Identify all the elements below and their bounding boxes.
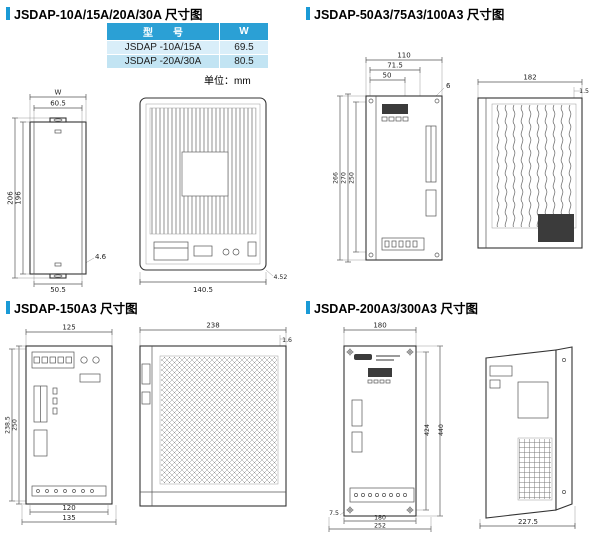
logo-mark — [354, 354, 372, 360]
s1-side-view-drawing: 140.5 4.52 — [139, 97, 288, 294]
body-outline — [139, 345, 287, 507]
dim-label: W — [55, 89, 62, 97]
dim-label: 238 — [206, 322, 219, 330]
body-outline — [25, 345, 113, 505]
dim-lines — [479, 506, 576, 529]
dim-lines — [337, 57, 445, 263]
dim-label: 252 — [374, 523, 386, 530]
dim-label: 238.5 — [5, 416, 12, 434]
section-title: JSDAP-50A3/75A3/100A3 尺寸图 — [314, 8, 505, 22]
dim-label: 227.5 — [518, 518, 538, 526]
title-bar-icon — [6, 301, 10, 314]
section-jsdap-150a3: JSDAP-150A3 尺寸图 — [5, 298, 298, 534]
table-row: JSDAP -10A/15A 69.5 — [106, 40, 269, 55]
dim-label: 4.6 — [95, 253, 107, 261]
dim-label: 180 — [373, 322, 386, 330]
table-row: JSDAP -20A/30A 80.5 — [106, 54, 269, 69]
plate-outline — [29, 117, 87, 279]
section-title-row: JSDAP-150A3 尺寸图 — [6, 298, 298, 317]
s2-front-view-drawing: 110 71.5 50 6 266 270 250 — [333, 52, 451, 263]
cell-model: JSDAP -20A/30A — [106, 54, 220, 69]
body-outline — [485, 346, 573, 519]
cell-w: 80.5 — [219, 54, 269, 69]
section-jsdap-10a-30a: JSDAP-10A/15A/20A/30A 尺寸图 型 号 W JSDAP -1… — [6, 4, 298, 296]
s4-side-view-drawing: 227.5 — [479, 346, 576, 529]
mounting-holes — [346, 348, 414, 514]
dim-label: 266 — [333, 172, 340, 184]
dim-label: 250 — [349, 172, 356, 184]
dim-label: 50 — [383, 72, 392, 80]
section-title: JSDAP-10A/15A/20A/30A 尺寸图 — [14, 8, 203, 22]
dim-label: 7.5 — [329, 510, 339, 517]
dim-lines — [139, 327, 287, 346]
section-jsdap-200a3-300a3: JSDAP-200A3/300A3 尺寸图 — [306, 298, 596, 534]
table-header-row: 型 号 W — [106, 22, 269, 41]
dim-label: 50.5 — [50, 286, 66, 294]
unit-note: 单位：mm — [204, 76, 251, 87]
dim-label: 424 — [424, 424, 431, 436]
col-header-w: W — [219, 22, 269, 41]
section-title: JSDAP-150A3 尺寸图 — [14, 302, 138, 316]
section-title: JSDAP-200A3/300A3 尺寸图 — [314, 302, 478, 316]
dim-lines — [477, 79, 583, 98]
dim-label: 6 — [446, 82, 451, 90]
s1-mounting-plate-drawing: W 60.5 206 196 50.5 4.6 — [7, 89, 107, 295]
section-title-row: JSDAP-200A3/300A3 尺寸图 — [306, 298, 596, 317]
dim-label: 60.5 — [50, 100, 66, 108]
dim-label: 206 — [7, 191, 15, 205]
dim-label: 135 — [62, 514, 75, 522]
dim-label: 180 — [374, 515, 386, 522]
dim-label: 270 — [341, 172, 348, 184]
dim-label: 140.5 — [193, 286, 213, 294]
col-header-model: 型 号 — [106, 22, 220, 41]
dim-label: 1.5 — [579, 88, 589, 95]
dim-label: 182 — [523, 74, 536, 82]
body-outline — [343, 345, 417, 517]
dim-lines — [328, 327, 443, 532]
s4-front-view-drawing: 180 424 440 180 252 7.5 — [328, 322, 445, 532]
section-title-row: JSDAP-10A/15A/20A/30A 尺寸图 — [6, 4, 298, 23]
dim-label: 196 — [15, 191, 23, 205]
dimension-table: 型 号 W JSDAP -10A/15A 69.5 JSDAP -20A/30A… — [106, 22, 269, 69]
dim-label: 440 — [438, 424, 445, 436]
dim-label: 250 — [12, 419, 19, 431]
dim-lines — [12, 94, 95, 287]
dim-label: 1.6 — [282, 337, 292, 344]
dim-label: 4.52 — [274, 274, 288, 281]
cell-model: JSDAP -10A/15A — [106, 40, 220, 55]
dim-label: 110 — [397, 52, 410, 60]
s2-side-view-drawing: 182 1.5 — [477, 74, 589, 249]
cell-w: 69.5 — [219, 40, 269, 55]
title-bar-icon — [306, 7, 310, 20]
s3-side-view-drawing: 238 1.6 — [139, 322, 292, 507]
section-jsdap-50a3-100a3: JSDAP-50A3/75A3/100A3 尺寸图 — [306, 4, 596, 296]
body-outline — [365, 95, 443, 261]
s3-front-view-drawing: 125 238.5 250 120 135 — [5, 324, 117, 525]
title-bar-icon — [306, 301, 310, 314]
body-outline — [139, 97, 267, 271]
dim-label: 120 — [62, 504, 75, 512]
dim-lines — [9, 329, 117, 525]
dim-lines — [139, 269, 274, 285]
body-outline — [477, 97, 583, 249]
title-bar-icon — [6, 7, 10, 20]
dim-label: 125 — [62, 324, 75, 332]
dim-label: 71.5 — [387, 62, 403, 70]
section-title-row: JSDAP-50A3/75A3/100A3 尺寸图 — [306, 4, 596, 23]
